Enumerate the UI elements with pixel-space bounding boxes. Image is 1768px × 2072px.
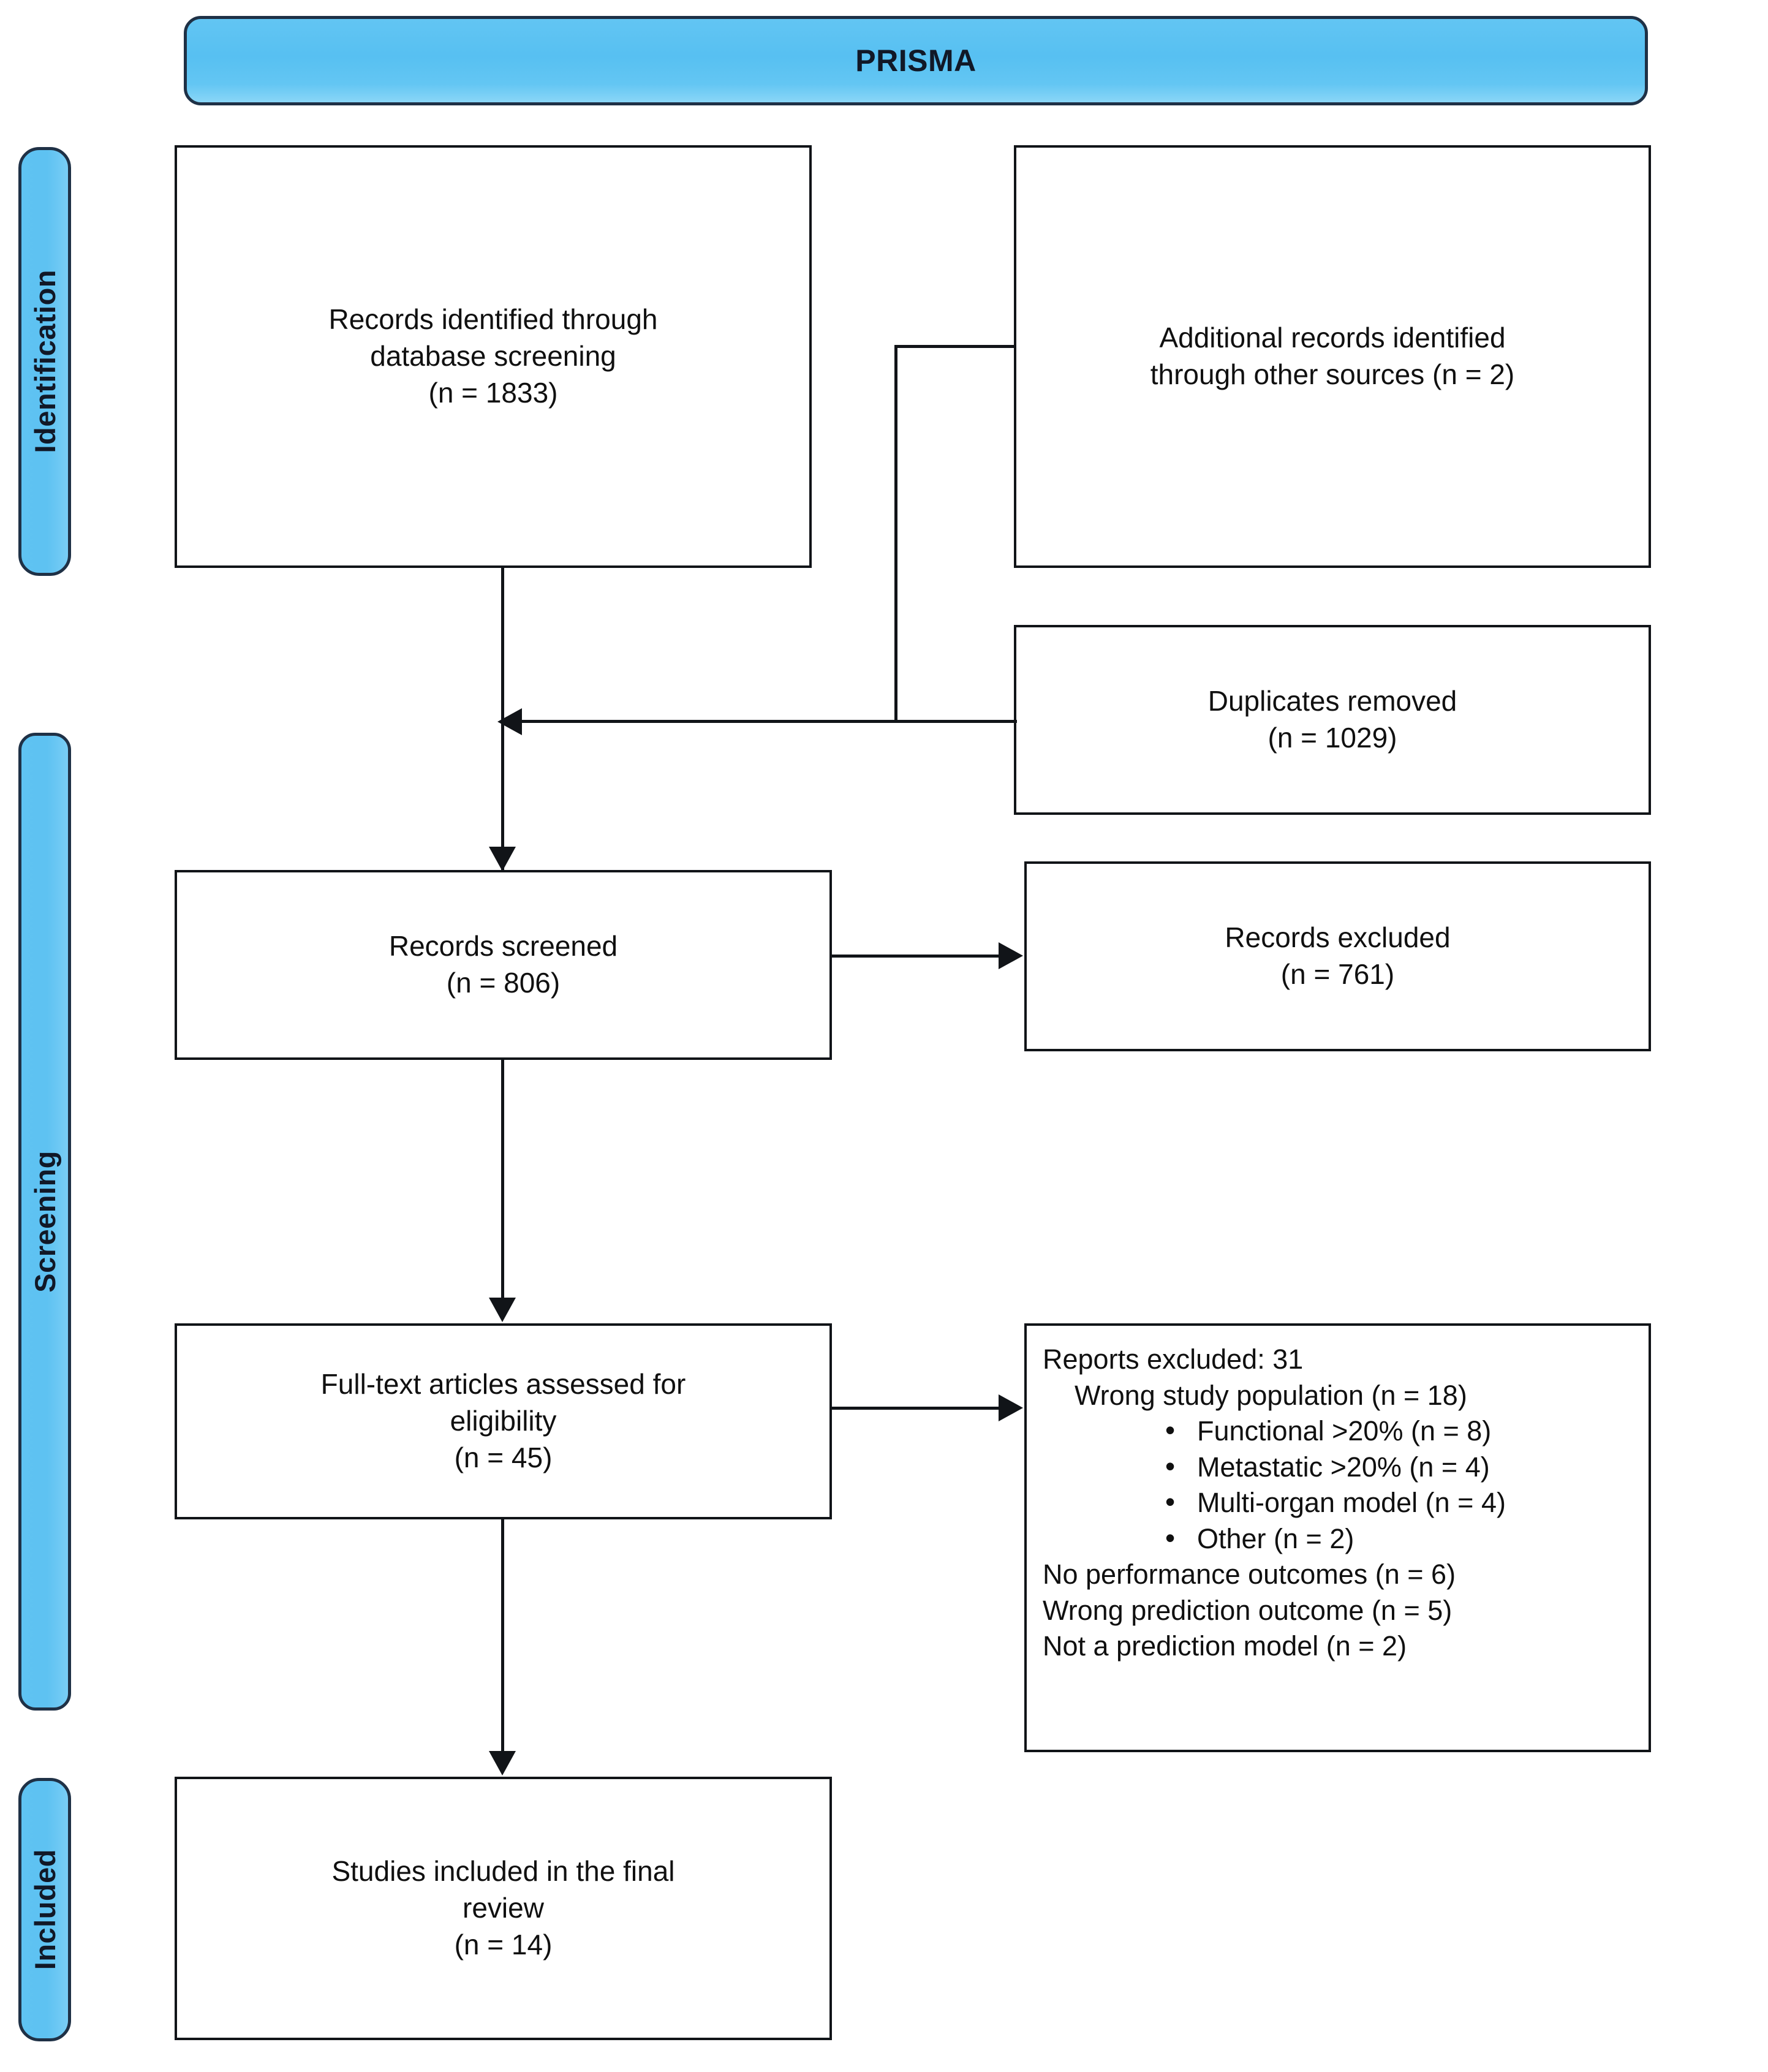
reports-excluded-bullets: Functional >20% (n = 8) Metastatic >20% …: [1043, 1412, 1639, 1557]
list-item: Functional >20% (n = 8): [1165, 1412, 1639, 1450]
box-records-excluded: Records excluded (n = 761): [1024, 861, 1651, 1051]
reports-excluded-subheading: Wrong study population (n = 18): [1075, 1379, 1467, 1411]
box-records-screened-text: Records screened (n = 806): [388, 930, 618, 999]
prisma-title: PRISMA: [855, 43, 977, 78]
list-item: Other (n = 2): [1165, 1520, 1639, 1557]
box-fulltext-assessed: Full-text articles assessed for eligibil…: [175, 1323, 832, 1519]
arrow-into-studies-included-icon: [489, 1751, 516, 1775]
connector-additional-left: [894, 345, 1015, 348]
box-records-screened: Records screened (n = 806): [175, 870, 832, 1060]
reports-excluded-heading: Reports excluded: 31: [1043, 1344, 1304, 1375]
list-item: No performance outcomes (n = 6): [1043, 1559, 1456, 1590]
connector-duplicates-left: [894, 720, 1017, 723]
prisma-header-banner: PRISMA: [184, 16, 1648, 105]
stage-bar-identification: Identification: [18, 147, 71, 576]
connector-additional-to-junction: [521, 720, 897, 723]
connector-screened-to-fulltext: [501, 1060, 504, 1299]
connector-additional-riser: [894, 345, 897, 721]
connector-fulltext-to-reports-excluded: [832, 1407, 1001, 1410]
box-records-identified-text: Records identified through database scre…: [328, 303, 658, 409]
box-additional-records-text: Additional records identified through ot…: [1150, 322, 1515, 390]
arrow-merge-left-icon: [497, 708, 522, 735]
box-fulltext-assessed-text: Full-text articles assessed for eligibil…: [320, 1368, 686, 1473]
box-reports-excluded: Reports excluded: 31 Wrong study populat…: [1024, 1323, 1651, 1752]
stage-label-identification: Identification: [28, 270, 61, 453]
box-records-identified: Records identified through database scre…: [175, 145, 812, 568]
stage-bar-included: Included: [18, 1778, 71, 2041]
connector-screened-to-excluded: [832, 955, 1001, 958]
box-studies-included-text: Studies included in the final review (n …: [331, 1855, 675, 1960]
list-item: Not a prediction model (n = 2): [1043, 1630, 1407, 1662]
box-records-excluded-text: Records excluded (n = 761): [1225, 921, 1451, 990]
arrow-into-records-screened-icon: [489, 847, 516, 871]
list-item: Wrong prediction outcome (n = 5): [1043, 1594, 1453, 1626]
box-additional-records: Additional records identified through ot…: [1014, 145, 1651, 568]
reports-excluded-list: Reports excluded: 31 Wrong study populat…: [1043, 1342, 1639, 1665]
box-studies-included: Studies included in the final review (n …: [175, 1777, 832, 2040]
arrow-into-records-excluded-icon: [999, 942, 1023, 969]
stage-label-included: Included: [28, 1849, 61, 1970]
list-item: Metastatic >20% (n = 4): [1165, 1448, 1639, 1486]
stage-bar-screening: Screening: [18, 733, 71, 1711]
box-duplicates-removed-text: Duplicates removed (n = 1029): [1207, 685, 1457, 754]
list-item: Multi-organ model (n = 4): [1165, 1484, 1639, 1521]
connector-fulltext-to-included: [501, 1519, 504, 1752]
stage-label-screening: Screening: [28, 1151, 61, 1293]
arrow-into-reports-excluded-icon: [999, 1394, 1023, 1421]
box-duplicates-removed: Duplicates removed (n = 1029): [1014, 625, 1651, 815]
arrow-into-fulltext-icon: [489, 1298, 516, 1322]
